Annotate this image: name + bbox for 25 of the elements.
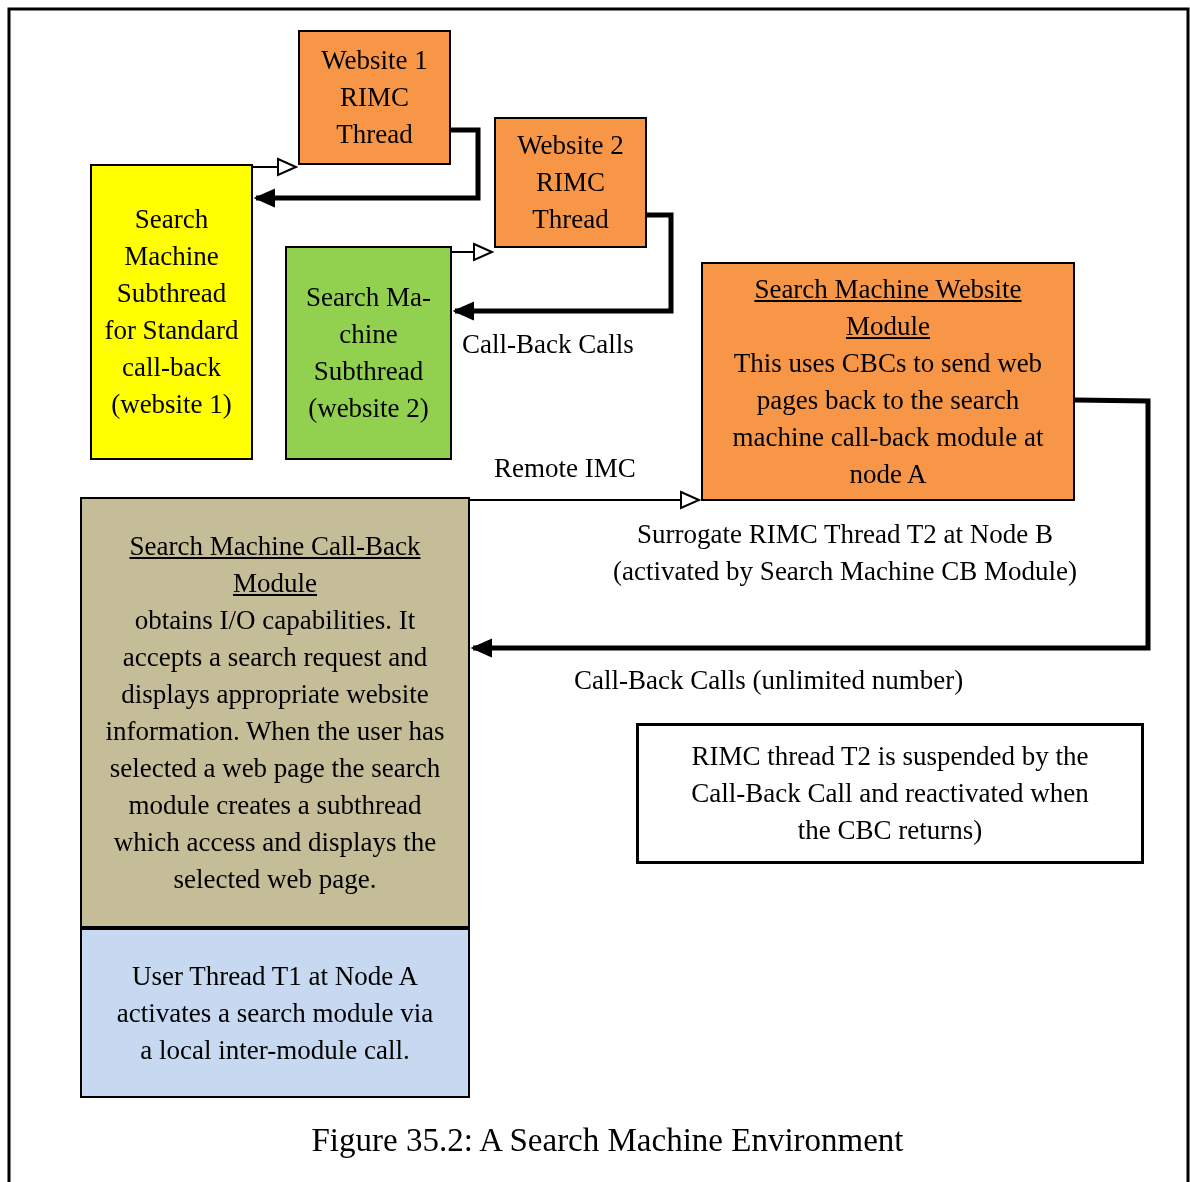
arrow — [469, 491, 700, 509]
arrow — [472, 397, 1151, 657]
box-text: Website 1 RIMC Thread — [320, 44, 429, 151]
box-text: User Thread T1 at Node A activates a search module via a local inter-module call. — [115, 959, 435, 1067]
caption: Figure 35.2: A Search Machine Environment — [310, 1122, 905, 1159]
process-box — [80, 497, 470, 928]
process-box — [636, 723, 1144, 864]
process-box — [285, 246, 452, 460]
box-text: Website 2 RIMC Thread — [516, 129, 625, 236]
arrow — [454, 212, 674, 320]
arrow — [451, 243, 493, 261]
arrow — [252, 158, 297, 176]
process-box — [90, 164, 253, 460]
process-box — [494, 117, 647, 248]
process-box — [80, 928, 470, 1098]
box-heading: Search Machine Website Module — [753, 272, 1023, 343]
box-text: Search Ma- chine Subthread (website 2) — [304, 281, 433, 425]
arrow — [255, 127, 481, 207]
box-text: Search Machine Subthread for Standard call-back (website 1) — [103, 203, 240, 421]
box-text: This uses CBCs to send web pages back to the search machine call-back module at node A — [731, 346, 1045, 491]
box-text: obtains I/O capabilities. It accepts a search request and displays appropriate website information. When the user has selected a web page the search module creates a subthread which access and displays the selected web page. — [104, 603, 446, 896]
process-box — [298, 30, 451, 165]
process-box — [701, 262, 1075, 501]
box-text: RIMC thread T2 is suspended by the Call-Back Call and reactivated when the CBC returns) — [690, 740, 1090, 847]
node-caption: Surrogate RIMC Thread T2 at Node B (activated by Search Machine CB Module) — [611, 518, 1079, 588]
